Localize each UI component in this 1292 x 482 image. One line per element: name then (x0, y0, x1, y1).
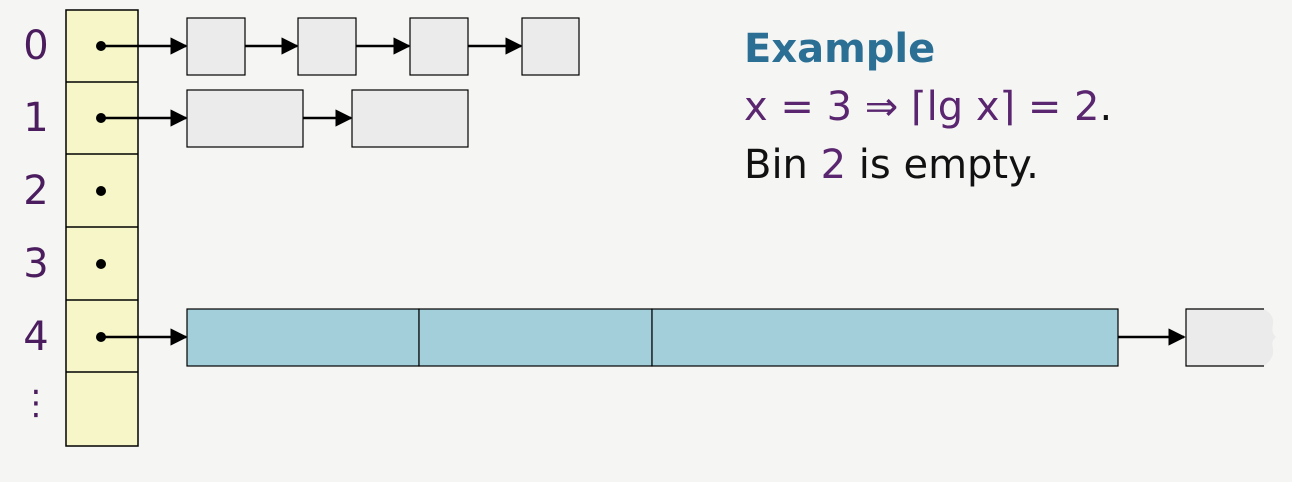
example-block: Example x = 3 ⇒ ⌈lg x⌉ = 2. Bin 2 is emp… (744, 20, 1112, 194)
statement-bin-number: 2 (820, 142, 847, 188)
bin-0-node (409, 17, 469, 76)
bin-label-ellipsis: ⋮ (19, 383, 53, 423)
bin-4-list (101, 308, 1276, 367)
bin-0-node (186, 17, 246, 76)
bin-3-pointer (96, 259, 106, 269)
bin-0-node (297, 17, 357, 76)
example-statement: Bin 2 is empty. (744, 136, 1112, 194)
bin-1-node (351, 89, 469, 148)
formula-math: x = 3 ⇒ ⌈lg x⌉ = 2 (744, 84, 1100, 130)
bin-4-node (418, 308, 653, 367)
example-formula: x = 3 ⇒ ⌈lg x⌉ = 2. (744, 78, 1112, 136)
bin-array (65, 9, 139, 447)
bin-2-pointer (96, 186, 106, 196)
bin-label-3: 3 (23, 241, 49, 287)
example-title: Example (744, 26, 936, 72)
bin-4-node (186, 308, 420, 367)
statement-suffix: is empty. (846, 142, 1039, 188)
bin-label-0: 0 (23, 23, 49, 69)
formula-period: . (1099, 84, 1113, 130)
bin-1-list (101, 89, 469, 148)
bin-label-1: 1 (23, 95, 49, 141)
bin-4-truncated-node (1186, 309, 1276, 366)
bin-1-node (186, 89, 304, 148)
bin-label-2: 2 (23, 168, 49, 214)
bin-0-list (101, 17, 580, 76)
statement-prefix: Bin (744, 142, 821, 188)
bin-label-4: 4 (23, 314, 49, 360)
bin-4-node (651, 308, 1119, 367)
bin-0-node (521, 17, 580, 76)
